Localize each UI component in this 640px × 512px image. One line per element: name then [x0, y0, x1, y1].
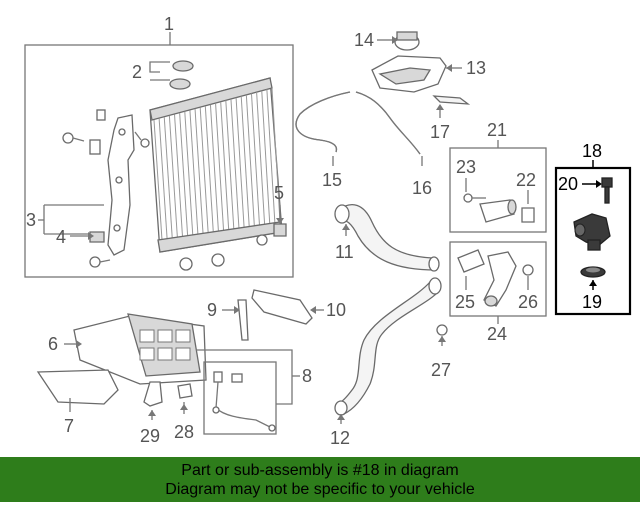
banner-line-2: Diagram may not be specific to your vehi… — [165, 481, 475, 498]
water-outlet — [483, 251, 517, 307]
bolt-left-upper — [62, 132, 85, 144]
overflow-hose-16 — [355, 91, 421, 155]
overflow-hoses: 15 16 — [295, 91, 432, 198]
harness-connector-b — [231, 373, 243, 383]
coolant-reservoir-group: 14 13 17 — [354, 30, 486, 142]
callout-4: 4 — [56, 227, 66, 247]
side-mount — [237, 299, 249, 341]
overflow-hose-15 — [295, 91, 351, 153]
bolt-left-lower — [89, 256, 111, 268]
upper-mount-bracket — [251, 289, 313, 325]
info-banner: Part or sub-assembly is #18 in diagram D… — [0, 457, 640, 502]
radiator-plug-upper — [172, 60, 194, 72]
outlet-gasket — [457, 249, 485, 273]
parts-diagram: 1 2 3 4 — [24, 14, 632, 448]
harness-connector-a — [213, 371, 223, 383]
callout-28: 28 — [174, 422, 194, 442]
callout-29: 29 — [140, 426, 160, 446]
callout-15: 15 — [322, 170, 342, 190]
coolant-sensor — [573, 213, 611, 251]
housing-bolt — [463, 193, 473, 203]
shroud-group: 6 7 29 28 — [36, 313, 207, 446]
callout-22: 22 — [516, 170, 536, 190]
callout-23: 23 — [456, 157, 476, 177]
upper-mount-group: 9 10 — [207, 289, 346, 341]
callout-9: 9 — [207, 300, 217, 320]
upper-radiator-hose: 11 — [334, 204, 440, 272]
wiring-harness-group: 8 — [196, 349, 312, 435]
callout-10: 10 — [326, 300, 346, 320]
wiring-harness-frame — [203, 361, 277, 435]
radiator-group-frame — [24, 44, 294, 278]
callout-14: 14 — [354, 30, 374, 50]
radiator-core — [149, 77, 283, 253]
radiator-side-bracket — [107, 114, 135, 256]
callout-17: 17 — [430, 122, 450, 142]
shroud-louvers — [139, 329, 191, 361]
fitting — [273, 223, 287, 237]
grommet — [89, 231, 105, 243]
callout-6: 6 — [48, 334, 58, 354]
thermostat-housing-group: 21 23 22 — [449, 120, 547, 233]
callout-8: 8 — [302, 366, 312, 386]
callout-13: 13 — [466, 58, 486, 78]
sensor-seal — [580, 266, 606, 278]
radiator-group: 1 2 3 4 — [24, 14, 294, 278]
thermostat-housing — [479, 199, 515, 223]
callout-11: 11 — [335, 242, 354, 262]
harness-wire — [215, 381, 273, 429]
callout-24: 24 — [487, 324, 507, 344]
callout-25: 25 — [455, 292, 475, 312]
bolt-left-mid — [134, 131, 150, 148]
callout-20: 20 — [558, 174, 578, 194]
lower-deflector — [36, 369, 119, 405]
clip-28 — [177, 383, 193, 399]
callout-21: 21 — [487, 120, 507, 140]
bracket-29 — [143, 381, 163, 407]
callout-2: 2 — [132, 62, 142, 82]
callout-16: 16 — [412, 178, 432, 198]
reservoir-strap — [432, 95, 471, 105]
highlighted-part-18: 18 20 19 — [554, 141, 632, 316]
callout-1: 1 — [164, 14, 174, 34]
callout-26: 26 — [518, 292, 538, 312]
thermostat-seal — [521, 207, 535, 223]
radiator-fins — [153, 87, 281, 241]
callout-7: 7 — [64, 416, 74, 436]
bracket-clip — [96, 109, 106, 121]
callout-5: 5 — [274, 183, 284, 203]
lower-radiator-hose: 12 — [330, 277, 442, 448]
banner-line-1: Part or sub-assembly is #18 in diagram — [181, 462, 459, 479]
callout-19: 19 — [582, 292, 602, 312]
water-outlet-group: 24 25 26 — [449, 241, 547, 344]
callout-12: 12 — [330, 428, 350, 448]
drain-plug — [211, 253, 225, 267]
radiator-mount-lower — [179, 257, 193, 271]
radiator-plug-lower — [169, 78, 191, 90]
outlet-bolt — [522, 264, 534, 276]
callout-27: 27 — [431, 360, 451, 380]
callout-3: 3 — [26, 210, 36, 230]
sensor-bolt — [601, 177, 613, 204]
bolt-27: 27 — [431, 324, 451, 380]
callout-18: 18 — [582, 141, 602, 161]
